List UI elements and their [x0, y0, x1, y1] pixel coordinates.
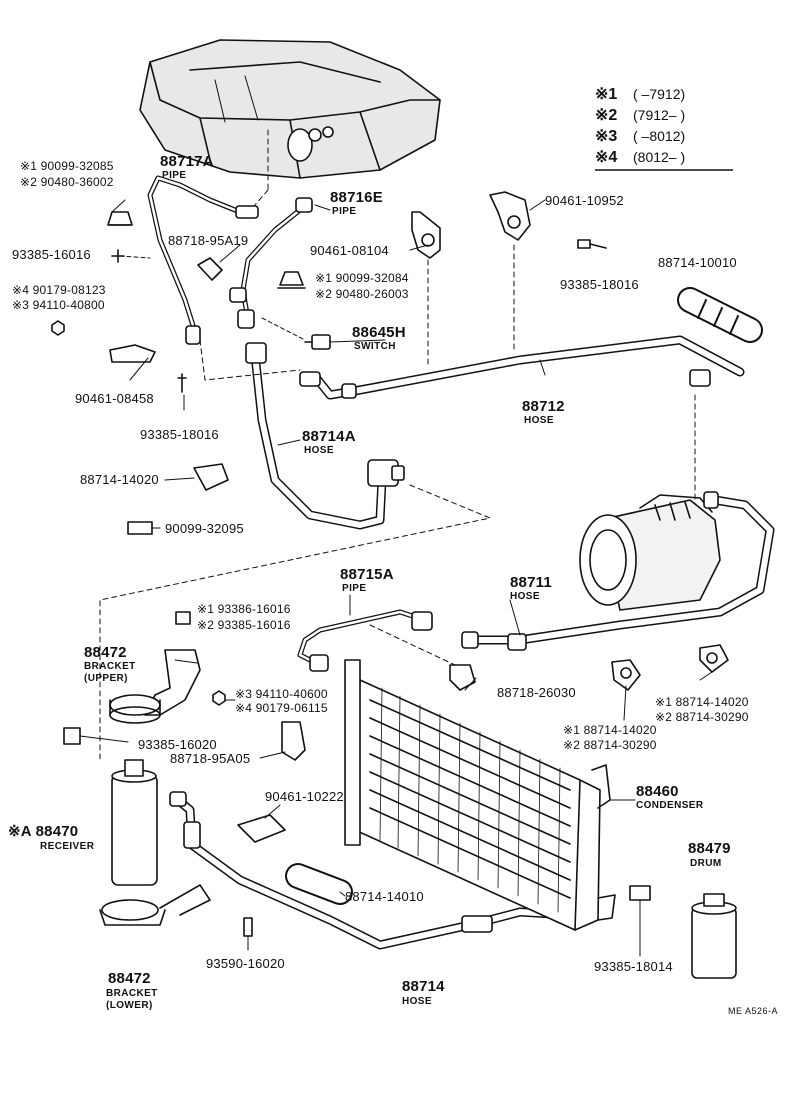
condenser-88460	[344, 659, 616, 931]
label-88645h-sub: SWITCH	[354, 341, 396, 352]
label-88714-30290-c: ※2 88714-30290	[563, 738, 657, 752]
label-90099-32095: 90099-32095	[165, 521, 244, 536]
label-94110-40600: ※3 94110-40600	[235, 687, 328, 701]
label-88718-26030: 88718-26030	[497, 685, 576, 700]
hose-88711	[461, 491, 775, 651]
leader-lines	[79, 199, 713, 957]
label-88714a-sub: HOSE	[304, 445, 334, 456]
switch-88645h	[261, 317, 331, 350]
clamps-top	[411, 191, 531, 366]
label-90099-32085: ※1 90099-32085	[20, 159, 114, 173]
legend-key: ※1	[595, 86, 618, 103]
label-88711-sub: HOSE	[510, 591, 540, 602]
label-88472-upper-sub2: (UPPER)	[84, 673, 128, 684]
legend-row: ※1 ( –7912)	[595, 84, 737, 105]
label-90461-10222: 90461-10222	[265, 789, 344, 804]
legend-key: ※4	[595, 149, 618, 166]
label-88712-sub: HOSE	[524, 415, 554, 426]
bolt-93385-18016-top	[577, 239, 607, 249]
label-90179-08123: ※4 90179-08123	[12, 283, 106, 297]
label-88460-sub: CONDENSER	[636, 800, 704, 811]
label-88714-14020-b: ※1 88714-14020	[655, 695, 749, 709]
label-88470-sub: RECEIVER	[40, 841, 95, 852]
label-88472-lower-sub2: (LOWER)	[106, 1000, 153, 1011]
label-88711: 88711	[510, 574, 552, 591]
grommet-90099-32084	[277, 271, 306, 289]
label-88717a: 88717A	[160, 153, 214, 170]
legend-row: ※4 (8012– )	[595, 147, 737, 168]
label-88715a: 88715A	[340, 566, 394, 583]
legend-underline	[595, 169, 733, 171]
hose-88714	[169, 791, 575, 950]
pipe-88715a	[297, 609, 433, 672]
evaporator-unit	[139, 39, 441, 206]
tube-88714-10010	[677, 287, 763, 343]
label-88718-95a19: 88718-95A19	[168, 233, 249, 248]
legend-row: ※2 (7912– )	[595, 105, 737, 126]
label-88479-sub: DRUM	[690, 858, 722, 869]
label-88716e-sub: PIPE	[332, 206, 357, 217]
legend-range: (8012– )	[633, 149, 686, 165]
label-88472-lower: 88472	[108, 970, 151, 987]
label-93385-18014: 93385-18014	[594, 959, 673, 974]
small-parts-right	[63, 463, 729, 937]
label-93385-16016-b: ※2 93385-16016	[197, 618, 291, 632]
label-90461-08104: 90461-08104	[310, 243, 389, 258]
label-93590-16020: 93590-16020	[206, 956, 285, 971]
label-88714-14010: 88714-14010	[345, 889, 424, 904]
hose-88714a	[245, 342, 405, 530]
production-date-legend: ※1 ( –7912) ※2 (7912– ) ※3 ( –8012) ※4 (8012…	[595, 84, 737, 168]
label-88714-sub: HOSE	[402, 996, 432, 1007]
bracket-upper-88472	[109, 649, 201, 724]
label-88714-30290-b: ※2 88714-30290	[655, 710, 749, 724]
bracket-lower-88472	[99, 884, 211, 926]
label-93385-16020: 93385-16020	[138, 737, 217, 752]
label-88714-14020-a: 88714-14020	[80, 472, 159, 487]
label-88712: 88712	[522, 398, 565, 415]
label-88645h: 88645H	[352, 324, 406, 341]
receiver-88470	[111, 759, 158, 886]
label-90480-26003: ※2 90480-26003	[315, 287, 409, 301]
label-88716e: 88716E	[330, 189, 383, 206]
pipe-88717a	[147, 175, 259, 345]
label-88714: 88714	[402, 978, 445, 995]
label-88714-10010: 88714-10010	[658, 255, 737, 270]
label-88714-14020-c: ※1 88714-14020	[563, 723, 657, 737]
label-94110-40800: ※3 94110-40800	[12, 298, 105, 312]
legend-key: ※2	[595, 107, 618, 124]
legend-row: ※3 ( –8012)	[595, 126, 737, 147]
label-88472-upper-sub1: BRACKET	[84, 661, 136, 672]
compressor	[579, 494, 721, 611]
label-93385-16016-a: 93385-16016	[12, 247, 91, 262]
label-93385-18016-b: 93385-18016	[140, 427, 219, 442]
reference-code: ME A526-A	[727, 1006, 778, 1016]
label-90099-32084: ※1 90099-32084	[315, 271, 409, 285]
label-93385-18016-a: 93385-18016	[560, 277, 639, 292]
label-90461-08458: 90461-08458	[75, 391, 154, 406]
drum-88479	[691, 893, 737, 979]
label-93386-16016: ※1 93386-16016	[197, 602, 291, 616]
label-88717a-sub: PIPE	[162, 170, 187, 181]
legend-key: ※3	[595, 128, 618, 145]
legend-range: (7912– )	[633, 107, 686, 123]
legend-range: ( –7912)	[633, 86, 686, 102]
label-90461-10952: 90461-10952	[545, 193, 624, 208]
label-88472-lower-sub1: BRACKET	[106, 988, 158, 999]
pipe-88716e	[229, 197, 313, 329]
hose-88712	[299, 335, 745, 400]
label-90480-36002: ※2 90480-36002	[20, 175, 114, 189]
label-88718-95a05: 88718-95A05	[170, 751, 251, 766]
label-88714a: 88714A	[302, 428, 356, 445]
label-88715a-sub: PIPE	[342, 583, 367, 594]
label-90179-06115: ※4 90179-06115	[235, 701, 328, 715]
label-88479: 88479	[688, 840, 731, 857]
grommets-and-bolts-top-left	[51, 211, 223, 393]
legend-range: ( –8012)	[633, 128, 686, 144]
label-88472-upper: 88472	[84, 644, 127, 661]
label-88460: 88460	[636, 783, 679, 800]
label-88470: ※A 88470	[8, 823, 79, 840]
